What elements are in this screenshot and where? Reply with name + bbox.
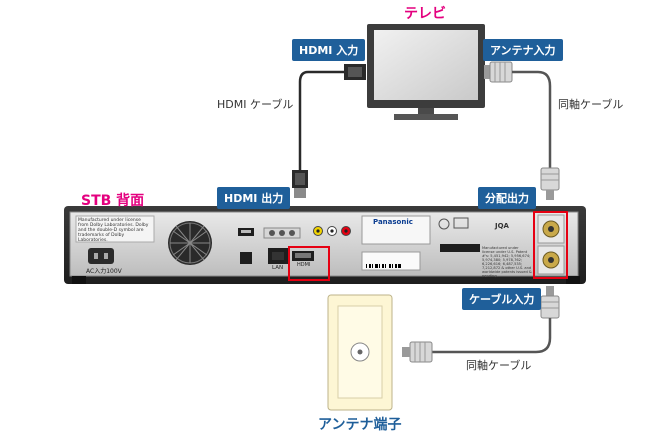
rca-jacks bbox=[313, 226, 351, 236]
coax-cable-bottom-label: 同軸ケーブル bbox=[466, 359, 532, 372]
stb-title: STB 背面 bbox=[81, 193, 145, 209]
split-output-badge: 分配出力 bbox=[478, 187, 536, 209]
tv-title: テレビ bbox=[404, 6, 446, 22]
lan-label: LAN bbox=[272, 265, 284, 271]
ac-inlet bbox=[88, 248, 114, 264]
usb-port bbox=[238, 228, 254, 236]
aux-connectors bbox=[263, 227, 301, 239]
hdmi-cable bbox=[292, 64, 366, 198]
serial-label bbox=[361, 251, 421, 271]
antenna-input-badge: アンテナ入力 bbox=[483, 39, 563, 61]
optical-port bbox=[240, 252, 252, 264]
coax-cable-top bbox=[484, 61, 560, 200]
brand-label: Panasonic bbox=[373, 218, 413, 226]
cable-input-badge: ケーブル入力 bbox=[462, 288, 542, 310]
card-slot bbox=[440, 244, 480, 252]
coax-cable-bottom bbox=[402, 286, 560, 363]
hdmi-output-badge: HDMI 出力 bbox=[217, 187, 291, 209]
fan-grille bbox=[168, 221, 212, 265]
hdmi-port-label: HDMI bbox=[297, 262, 311, 268]
ac-input-label: AC入力100V bbox=[86, 268, 122, 275]
hdmi-port bbox=[288, 246, 330, 281]
rating-label bbox=[361, 215, 431, 245]
antenna-connectors bbox=[533, 211, 568, 279]
jqa-label: JQA bbox=[495, 222, 509, 230]
antenna-terminal-label: アンテナ端子 bbox=[318, 417, 402, 433]
antenna-wall-plate bbox=[327, 294, 393, 411]
dolby-notice-box bbox=[75, 215, 155, 243]
dolby-notice-text: Manufactured under license from Dolby La… bbox=[78, 218, 149, 243]
certification-logos bbox=[438, 217, 469, 230]
coax-cable-top-label: 同軸ケーブル bbox=[558, 98, 624, 111]
hdmi-input-badge: HDMI 入力 bbox=[292, 39, 366, 61]
patent-notice-text: Manufactured under license under U.S. Pa… bbox=[482, 246, 532, 278]
lan-port bbox=[268, 248, 288, 264]
hdmi-cable-label: HDMI ケーブル bbox=[217, 98, 294, 111]
tv-icon bbox=[367, 24, 485, 120]
